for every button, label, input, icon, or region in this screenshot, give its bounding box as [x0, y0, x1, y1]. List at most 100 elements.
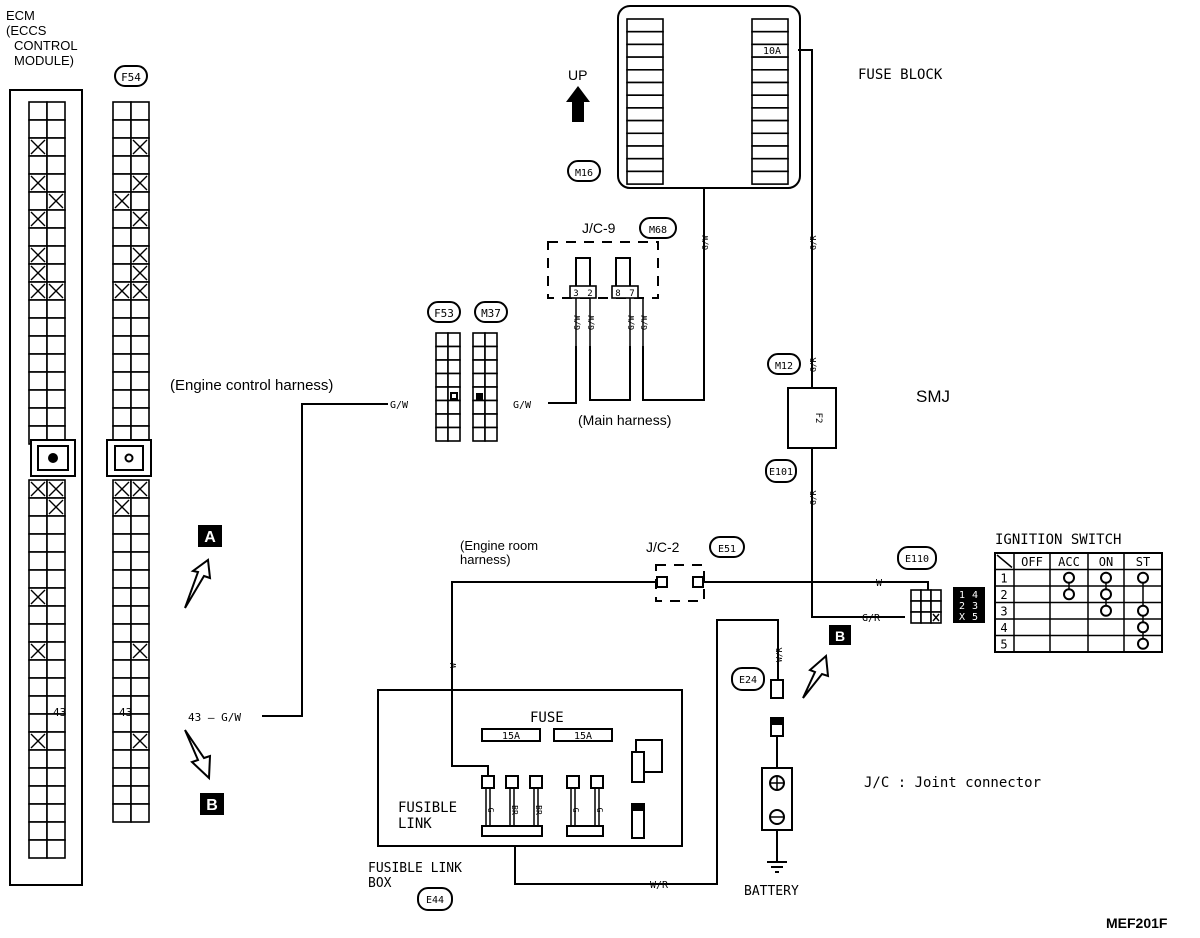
connector-cell [112, 299, 132, 319]
connector-cell [28, 821, 48, 841]
connector-cell [447, 399, 461, 415]
connector-cell [920, 589, 932, 602]
connector-cell [46, 173, 66, 193]
up-label: UP [568, 67, 587, 83]
connector-cell [484, 413, 498, 429]
connector-cell [130, 299, 150, 319]
arrow-down-right-icon [184, 729, 212, 781]
engine-room-harness-line2: harness) [460, 552, 511, 567]
f54-connector-grid [112, 101, 150, 823]
fusible-link-line2: LINK [398, 816, 432, 832]
smj-pin-f2: F2 [813, 413, 823, 424]
arrow-up-right-icon-2 [802, 653, 830, 699]
connector-cell [130, 155, 150, 175]
connector-cell [130, 569, 150, 589]
connector-cell [46, 245, 66, 265]
fusible-link-color: G [486, 808, 495, 813]
f53-badge-text: F53 [434, 307, 454, 320]
wire-gr-fuse-to-smj [798, 49, 813, 390]
connector-cell [46, 209, 66, 229]
fusible-link-terminal [566, 775, 580, 789]
svg-text:B: B [206, 797, 218, 814]
ecm-title-line2: (ECCS [6, 23, 47, 38]
contact-point [1100, 571, 1112, 584]
connector-cell [112, 641, 132, 661]
smj-box [787, 387, 837, 449]
connector-cell [130, 119, 150, 139]
connector-cell [28, 299, 48, 319]
connector-cell [46, 623, 66, 643]
wire-label-gw-1: G/W [390, 400, 409, 411]
unused-pin-mark [932, 613, 940, 622]
connector-cell [130, 533, 150, 553]
column-header-acc: ACC [1058, 555, 1080, 569]
e110-connector-grid [910, 589, 942, 624]
connector-cell [751, 56, 789, 71]
fusible-link-box-label-line1: FUSIBLE LINK [368, 861, 462, 876]
unused-pin-mark [30, 211, 46, 227]
connector-cell [130, 317, 150, 337]
ref-tag-b: B [200, 793, 224, 815]
column-header-on: ON [1099, 555, 1113, 569]
contact-point [1100, 604, 1112, 617]
connector-cell [46, 731, 66, 751]
engine-room-harness-line1: (Engine room [460, 538, 538, 553]
unused-pin-mark [132, 139, 148, 155]
fusible-link-busbar-2 [566, 825, 604, 837]
connector-cell [28, 515, 48, 535]
connector-cell [46, 101, 66, 121]
ecm-block: ECM (ECCS CONTROL MODULE) 43 [6, 8, 83, 886]
unused-pin-mark [30, 247, 46, 263]
connector-cell [626, 145, 664, 160]
jc9-pin-2: 2 [587, 289, 592, 299]
connector-cell [28, 605, 48, 625]
connector-cell [112, 731, 132, 751]
unused-pin-mark [30, 589, 46, 605]
column-header-off: OFF [1021, 555, 1043, 569]
jc9-wire-label-1: G/W [573, 315, 582, 330]
connector-cell [130, 551, 150, 571]
connector-cell [130, 191, 150, 211]
table-corner-diagonal [996, 554, 1013, 569]
connector-cell [447, 426, 461, 442]
connector-cell [46, 587, 66, 607]
connector-cell [447, 359, 461, 375]
connector-cell [46, 821, 66, 841]
connector-cell [28, 371, 48, 391]
connector-cell [130, 353, 150, 373]
connector-cell [751, 69, 789, 84]
connector-cell [751, 18, 789, 33]
connector-cell [28, 839, 48, 859]
wire-w-jc2-to-ignition [703, 581, 929, 590]
fusible-link-color: G [595, 808, 604, 813]
connector-cell [112, 371, 132, 391]
wire-label-gw-fuse: G/W [701, 235, 710, 250]
connector-cell [28, 749, 48, 769]
engine-control-harness-label: (Engine control harness) [170, 377, 333, 394]
jc9-wire-label-3: G/W [627, 315, 636, 330]
e44-badge-text: E44 [426, 895, 444, 906]
ref-tag-a: A [198, 525, 222, 547]
wire-label-w-2: W [449, 663, 458, 668]
pin-number: 2 [959, 601, 965, 612]
connector-cell [130, 767, 150, 787]
connector-cell [910, 600, 922, 613]
connector-cell [28, 335, 48, 355]
f54-terminal-dot [124, 453, 134, 463]
contact-point [1063, 588, 1075, 601]
unused-pin-mark [132, 733, 148, 749]
connector-cell [130, 803, 150, 823]
connector-cell [112, 209, 132, 229]
connector-cell [435, 386, 449, 402]
connector-cell [435, 372, 449, 388]
connector-cell [28, 785, 48, 805]
fuse-block-right-column [751, 18, 789, 185]
unused-pin-mark [30, 265, 46, 281]
battery: BATTERY [744, 767, 799, 899]
jc-legend: J/C : Joint connector [864, 775, 1041, 791]
fuse-15a-2 [553, 728, 613, 742]
connector-cell [751, 81, 789, 96]
fuse-rating-10a: 10A [763, 46, 781, 57]
